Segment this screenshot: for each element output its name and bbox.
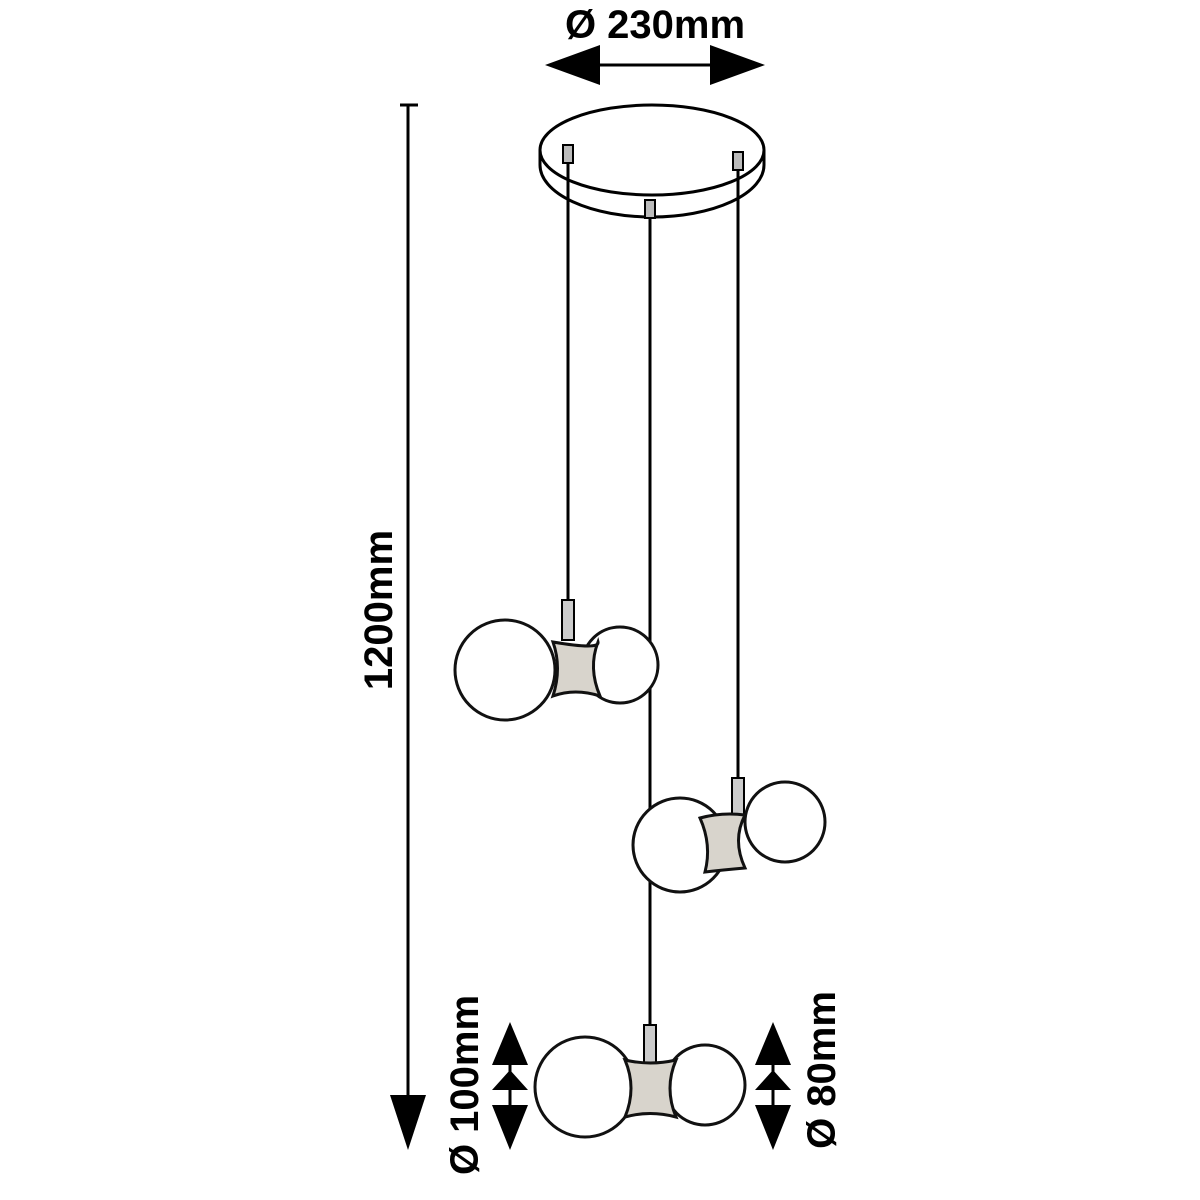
cords [562, 144, 744, 1030]
canopy-width-dimension: Ø 230mm [545, 3, 765, 85]
large-globe-dimension: Ø 100mm [443, 995, 528, 1175]
small-globe-dimension: Ø 80mm [755, 991, 844, 1150]
canopy-diameter-label: Ø 230mm [565, 3, 745, 47]
pendant-2 [631, 777, 827, 894]
height-dimension: 1200mm [357, 103, 426, 1150]
large-globe-diameter-label: Ø 100mm [443, 995, 487, 1175]
pendant-3 [533, 1024, 747, 1139]
pendant-1 [453, 599, 660, 722]
small-globe-diameter-label: Ø 80mm [800, 991, 844, 1149]
height-label: 1200mm [357, 530, 401, 690]
